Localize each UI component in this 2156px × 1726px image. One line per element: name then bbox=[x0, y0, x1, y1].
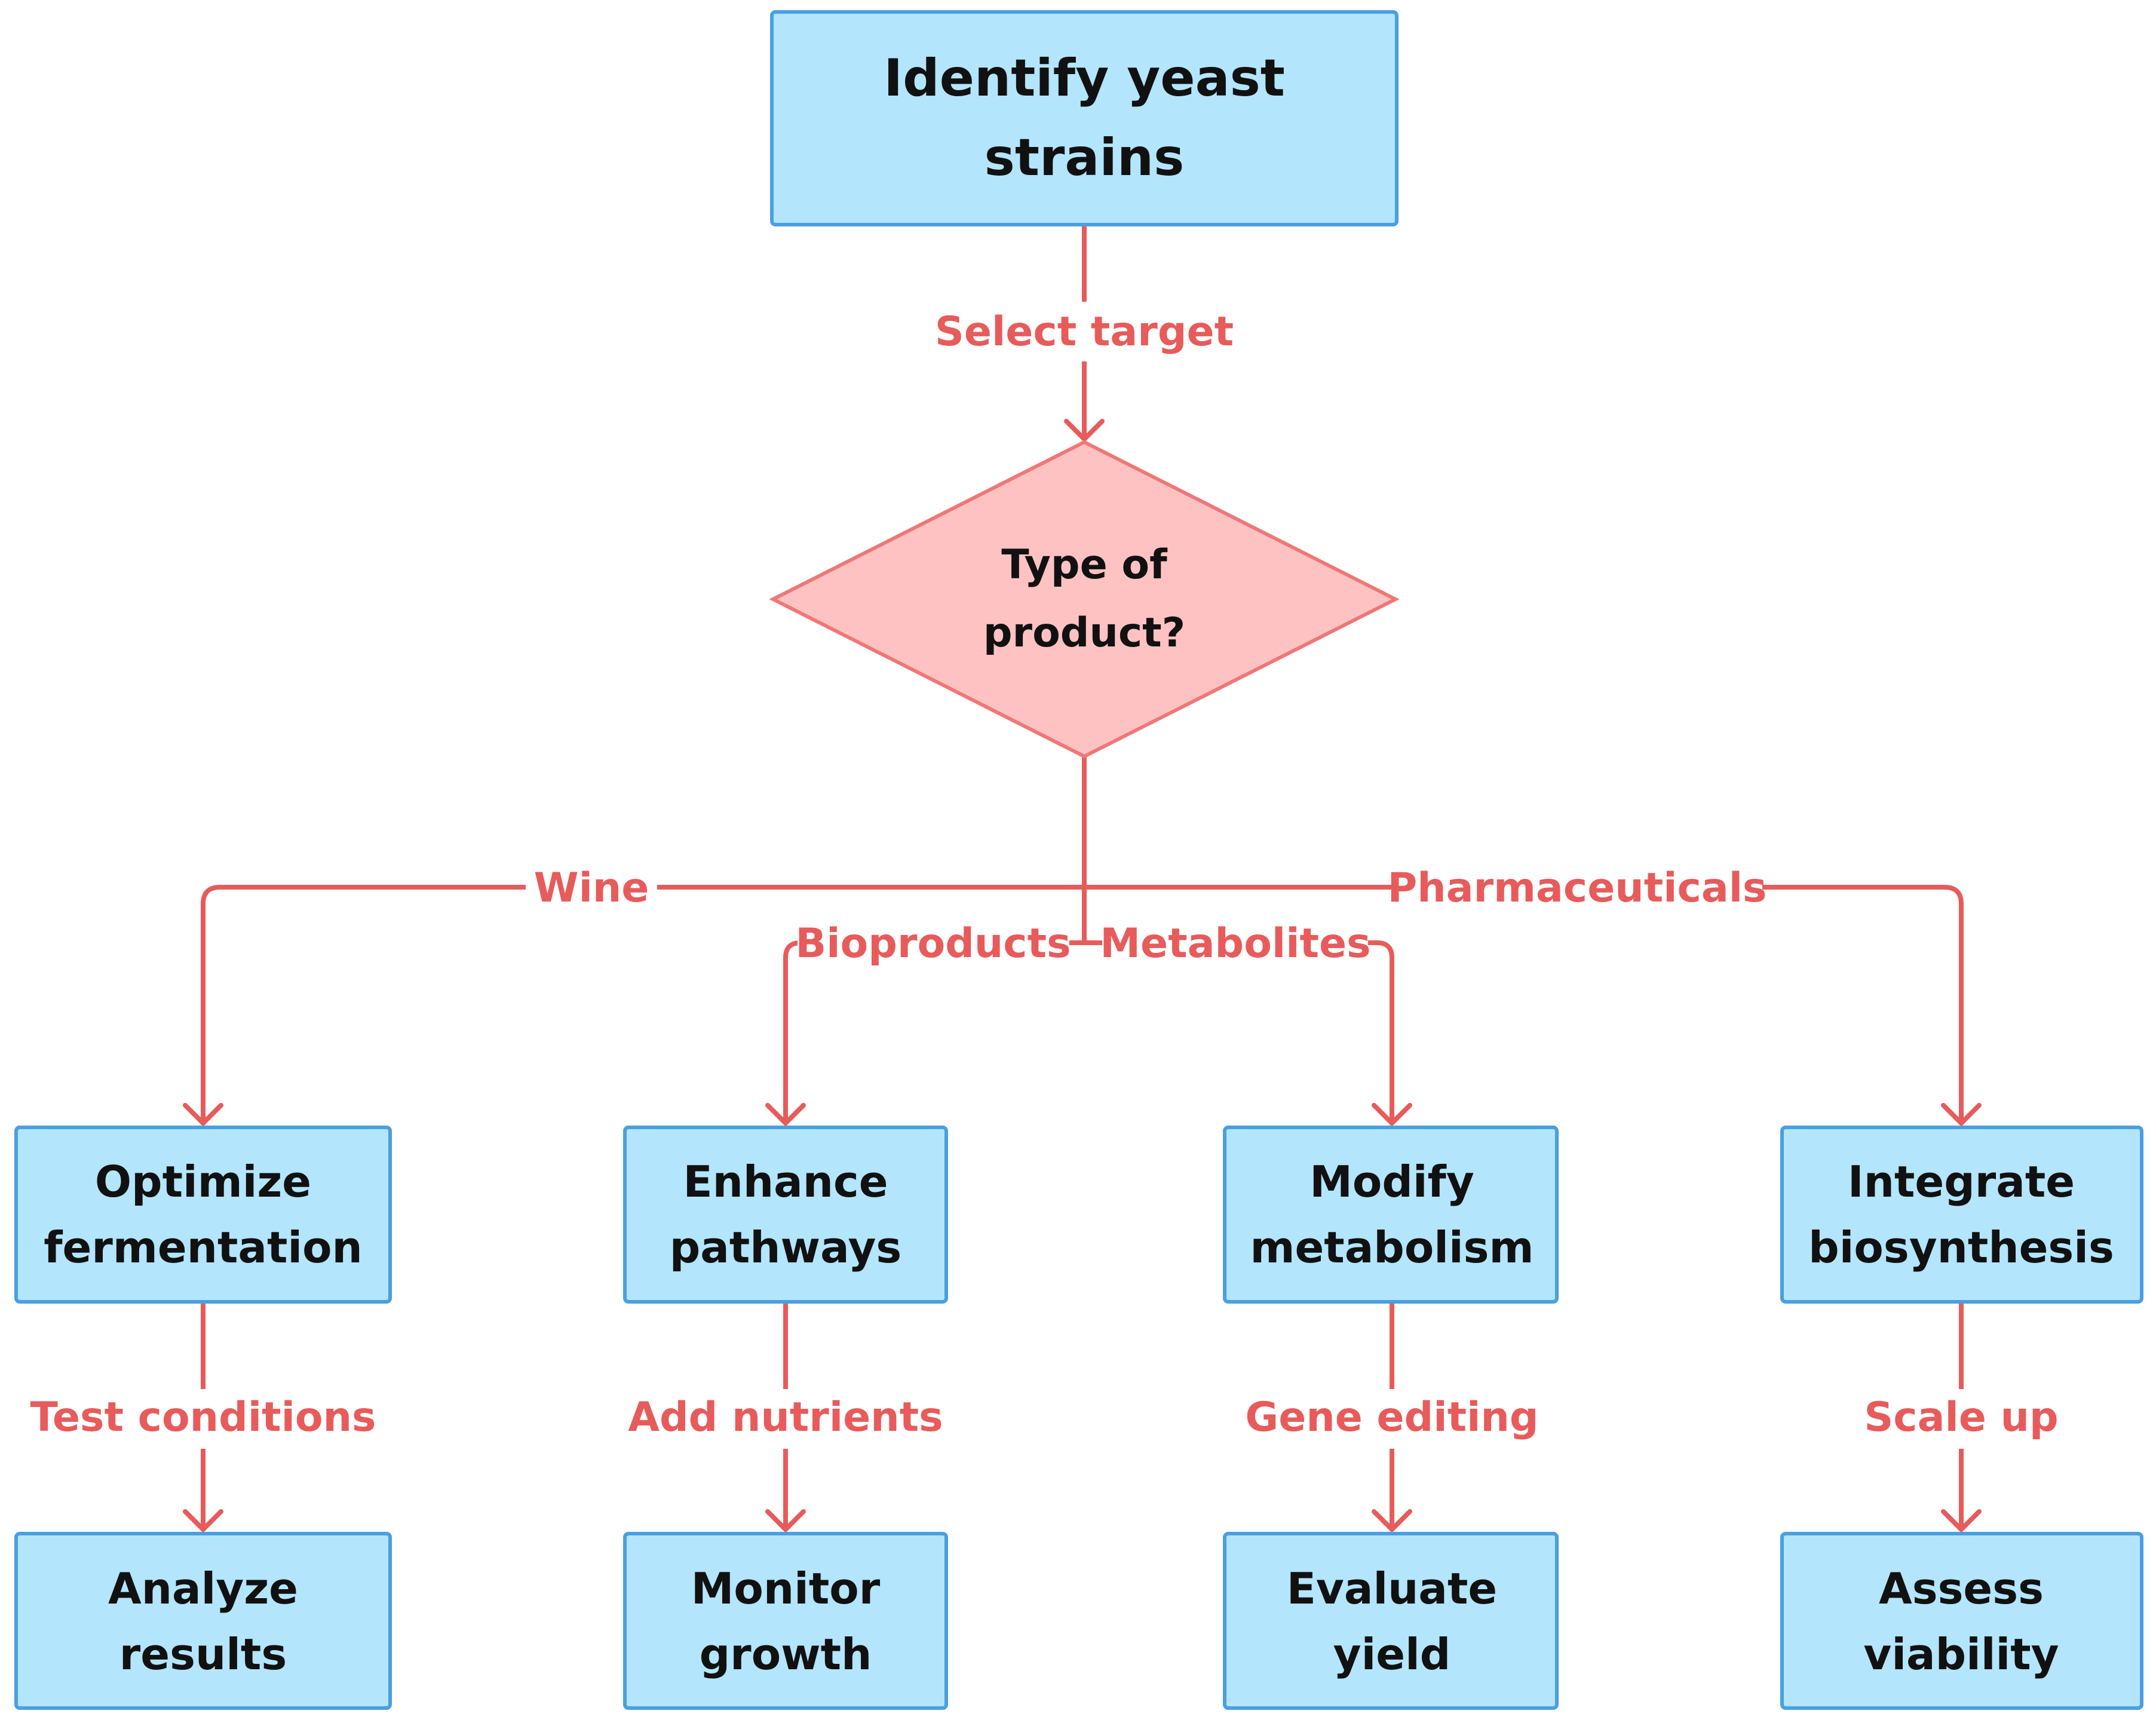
arrow-head bbox=[765, 1103, 806, 1126]
node-label-line2: yield bbox=[1333, 1629, 1451, 1679]
node-label-line1: Assess bbox=[1879, 1563, 2044, 1614]
node-analyze-results: Analyze results bbox=[14, 1532, 392, 1710]
node-label-line2: viability bbox=[1863, 1629, 2059, 1679]
arrow-head bbox=[1941, 1103, 1982, 1126]
node-label-line1: Analyze bbox=[108, 1563, 298, 1614]
node-monitor-growth: Monitor growth bbox=[623, 1532, 948, 1710]
edge-wine bbox=[201, 885, 1087, 1126]
edge-label-gene-editing: Gene editing bbox=[1245, 1394, 1538, 1441]
node-evaluate-yield: Evaluate yield bbox=[1223, 1532, 1559, 1710]
edge-metabolites bbox=[1082, 940, 1394, 1126]
edge-pharmaceuticals bbox=[1082, 885, 1964, 1126]
arrow-head bbox=[183, 1509, 223, 1532]
arrow-head bbox=[765, 1509, 806, 1532]
node-label-line2: strains bbox=[985, 128, 1185, 188]
edge-label-scale-up: Scale up bbox=[1864, 1394, 2058, 1441]
node-label-line1: Evaluate bbox=[1287, 1563, 1497, 1614]
node-identify-yeast-strains: Identify yeast strains bbox=[770, 10, 1399, 226]
node-label-line1: Identify yeast bbox=[884, 48, 1285, 108]
edge-label-add-nutrients: Add nutrients bbox=[628, 1394, 943, 1441]
node-label-line1: Monitor bbox=[691, 1563, 881, 1614]
node-label-line1: Optimize bbox=[95, 1157, 311, 1207]
edge-label-bioproducts: Bioproducts bbox=[795, 920, 1071, 967]
arrow-head bbox=[1372, 1103, 1412, 1126]
edge-label-metabolites: Metabolites bbox=[1100, 920, 1370, 967]
node-label-line2: pathways bbox=[670, 1222, 901, 1273]
node-enhance-pathways: Enhance pathways bbox=[623, 1126, 948, 1304]
node-label-line1: Modify bbox=[1309, 1157, 1474, 1207]
arrow-head bbox=[183, 1103, 223, 1126]
node-label-line1: Enhance bbox=[683, 1157, 888, 1207]
node-optimize-fermentation: Optimize fermentation bbox=[14, 1126, 392, 1304]
arrow-head bbox=[1064, 419, 1105, 442]
edge-label-pharmaceuticals: Pharmaceuticals bbox=[1387, 864, 1766, 912]
node-label-line2: product? bbox=[983, 609, 1185, 657]
node-modify-metabolism: Modify metabolism bbox=[1223, 1126, 1559, 1304]
edge-label-test-conditions: Test conditions bbox=[30, 1394, 376, 1441]
node-label-line2: results bbox=[119, 1629, 287, 1679]
node-label-line2: growth bbox=[700, 1629, 872, 1679]
arrow-head bbox=[1372, 1509, 1412, 1532]
node-integrate-biosynthesis: Integrate biosynthesis bbox=[1780, 1126, 2143, 1304]
edge-label-wine: Wine bbox=[534, 864, 649, 912]
node-assess-viability: Assess viability bbox=[1780, 1532, 2143, 1710]
node-label-line2: biosynthesis bbox=[1808, 1222, 2114, 1273]
node-label-line1: Type of bbox=[1001, 541, 1168, 588]
node-label-line2: fermentation bbox=[44, 1222, 363, 1273]
arrow-head bbox=[1941, 1509, 1982, 1532]
node-label-line1: Integrate bbox=[1848, 1157, 2075, 1207]
node-label-line2: metabolism bbox=[1250, 1222, 1534, 1273]
node-type-of-product-decision: Type of product? bbox=[769, 440, 1400, 759]
edge-label-select-target: Select target bbox=[935, 308, 1234, 355]
